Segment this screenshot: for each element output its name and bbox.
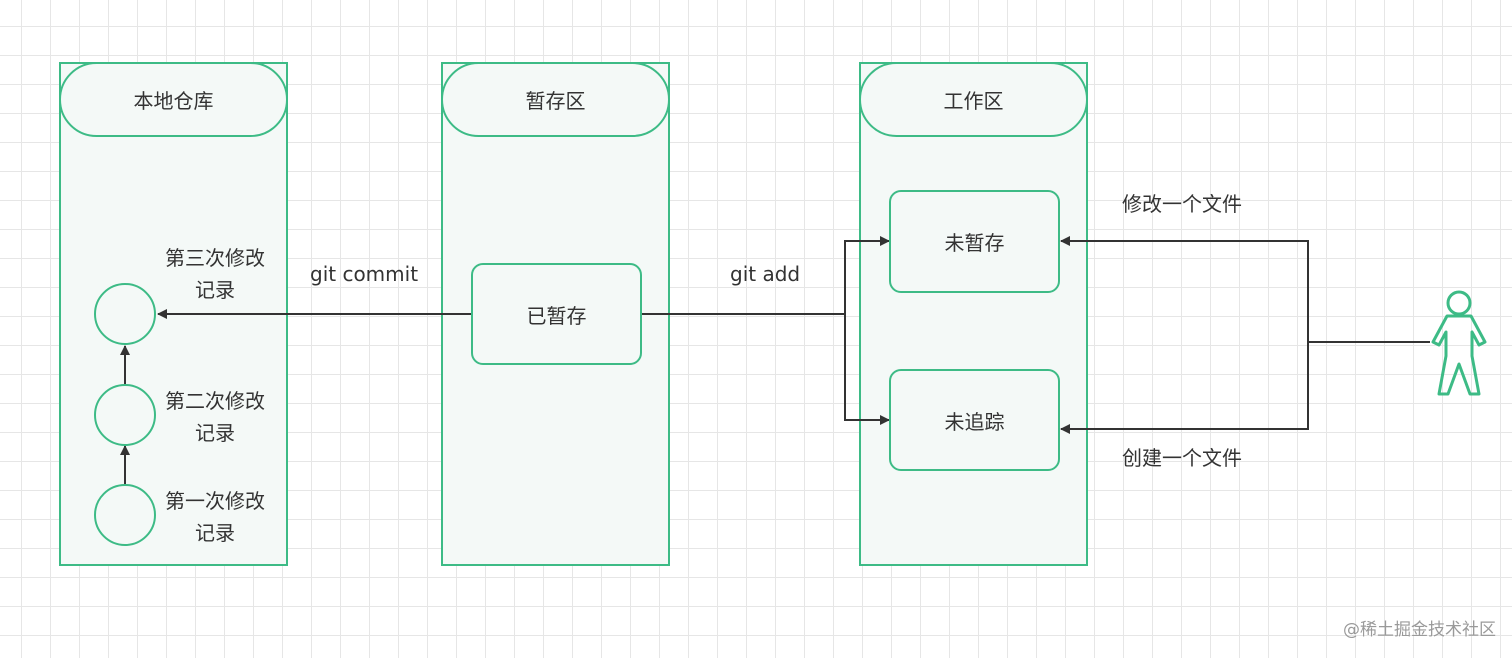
watermark: @稀土掘金技术社区 [1343,620,1496,640]
box-staged: 已暂存 [471,263,642,365]
edge-label-modify-file: 修改一个文件 [1122,192,1242,216]
commit-node-first [94,484,156,546]
edge-label-create-file: 创建一个文件 [1122,446,1242,470]
line-git-add [642,236,890,315]
commit-node-second [94,384,156,446]
lane-workspace-title: 工作区 [859,62,1088,137]
commit-label-first: 第一次修改记录 [165,489,265,545]
edge-label-git-add: git add [730,262,801,286]
commit-node-third [94,283,156,345]
box-unstaged: 未暂存 [889,190,1060,293]
arrow-create-file [1060,342,1309,434]
lane-staging-title: 暂存区 [441,62,670,137]
commit-label-second: 第二次修改记录 [165,389,265,445]
person-icon [1431,290,1487,396]
lane-local-repo-title: 本地仓库 [59,62,288,137]
commit-label-third: 第三次修改记录 [165,246,265,302]
arrow-modify-file [1060,236,1430,343]
lane-workspace: 工作区 [859,62,1088,566]
line-git-add-untracked [844,314,890,425]
edge-label-git-commit: git commit [310,262,419,286]
box-untracked: 未追踪 [889,369,1060,471]
